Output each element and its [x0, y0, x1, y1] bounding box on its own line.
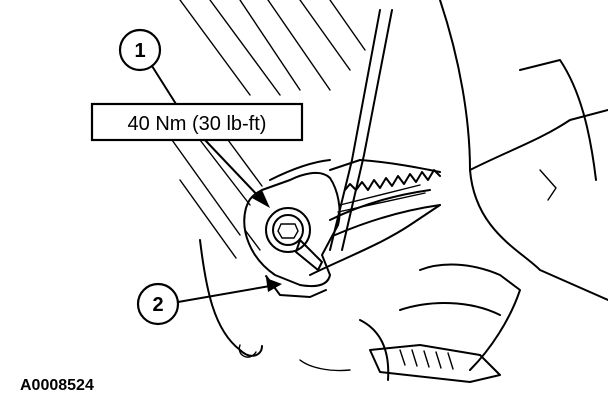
callout-2: 2 [136, 282, 180, 326]
figure-id: A0008524 [20, 377, 94, 394]
pillar-trim-panel [199, 0, 608, 358]
torque-spec-label: 40 Nm (30 lb-ft) [90, 102, 304, 142]
window-glass-hatching [171, 0, 366, 259]
buckle-assembly [299, 263, 521, 383]
callout-2-number: 2 [152, 294, 163, 316]
callout-2-arrow [177, 278, 282, 303]
callout-1: 1 [118, 28, 162, 72]
height-adjuster-track [309, 159, 441, 276]
callout-1-number: 1 [134, 40, 145, 62]
torque-spec-text: 40 Nm (30 lb-ft) [128, 113, 267, 135]
seat-belt-webbing [329, 9, 393, 251]
callout-1-leader [151, 65, 177, 105]
bolt-pointer-arrow [204, 139, 270, 208]
